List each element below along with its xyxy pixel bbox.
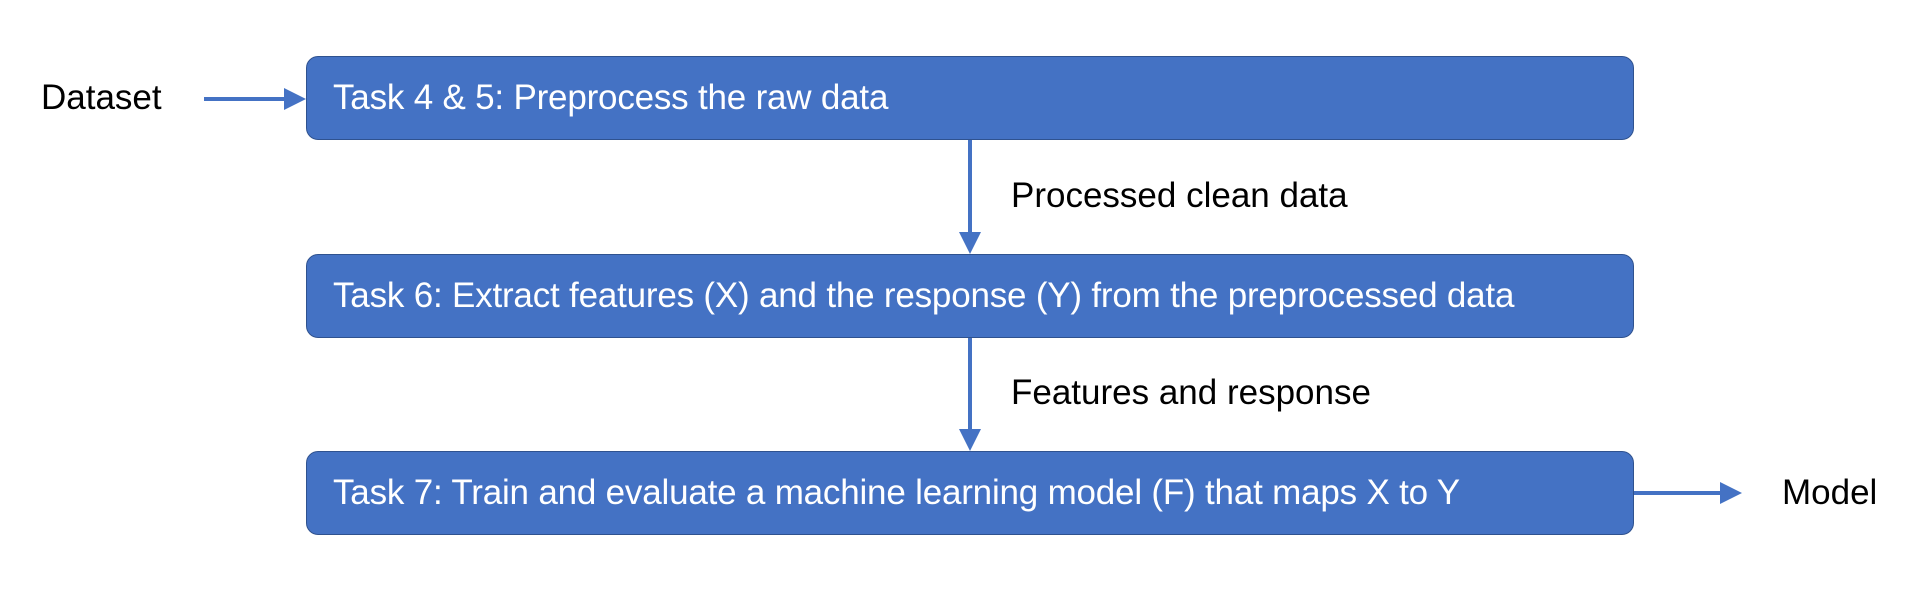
task-box-extract-features: Task 6: Extract features (X) and the res…	[306, 254, 1634, 338]
task-label: Task 7: Train and evaluate a machine lea…	[333, 473, 1460, 512]
edge-label-processed-data: Processed clean data	[1011, 176, 1348, 215]
arrow-input-to-task1	[204, 88, 306, 110]
task-label: Task 4 & 5: Preprocess the raw data	[333, 78, 889, 117]
task-box-preprocess: Task 4 & 5: Preprocess the raw data	[306, 56, 1634, 140]
arrow-task2-to-task3	[959, 338, 981, 451]
arrow-task1-to-task2	[959, 140, 981, 254]
arrow-task3-to-output	[1634, 482, 1742, 504]
output-model-label: Model	[1782, 473, 1878, 512]
task-label: Task 6: Extract features (X) and the res…	[333, 276, 1515, 315]
task-box-train-model: Task 7: Train and evaluate a machine lea…	[306, 451, 1634, 535]
edge-label-features-response: Features and response	[1011, 373, 1371, 412]
input-dataset-label: Dataset	[41, 78, 162, 117]
